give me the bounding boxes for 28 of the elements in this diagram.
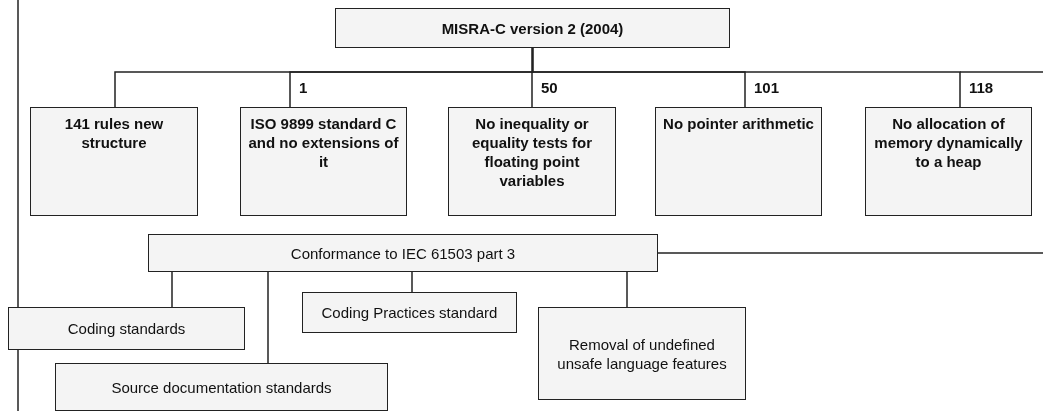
connector-line: [267, 271, 269, 364]
text-box: [865, 107, 1032, 216]
text-box: [302, 292, 517, 333]
text-box: [335, 8, 730, 48]
box-text: Coding standards: [67, 319, 186, 338]
connector-line: [657, 252, 1043, 254]
connector-line: [626, 271, 628, 308]
text-box: [8, 307, 245, 350]
text-box: [148, 234, 658, 272]
text-box: [55, 363, 388, 411]
box-text: No inequality or equality tests for floating point variables: [471, 114, 593, 190]
text-box: [655, 107, 822, 216]
text-box: [30, 107, 198, 216]
box-text: Source documentation standards: [111, 377, 332, 397]
box-text: ISO 9899 standard C and no extensions of it: [247, 114, 400, 171]
box-text: MISRA-C version 2 (2004): [441, 18, 624, 38]
text-box: [538, 307, 746, 400]
connector-line: [411, 271, 413, 293]
text-box: [448, 107, 616, 216]
connector-line: [531, 47, 961, 108]
box-text: 141 rules new structure: [63, 114, 165, 152]
box-text: No allocation of memory dynamically to a heap: [873, 114, 1024, 171]
box-text: No pointer arithmetic: [663, 114, 814, 133]
connector-line: [171, 271, 173, 308]
box-text: Removal of undefined unsafe language features: [556, 334, 728, 373]
box-text: Conformance to IEC 61503 part 3: [290, 243, 516, 263]
text-box: [240, 107, 407, 216]
box-text: Coding Practices standard: [321, 303, 498, 322]
